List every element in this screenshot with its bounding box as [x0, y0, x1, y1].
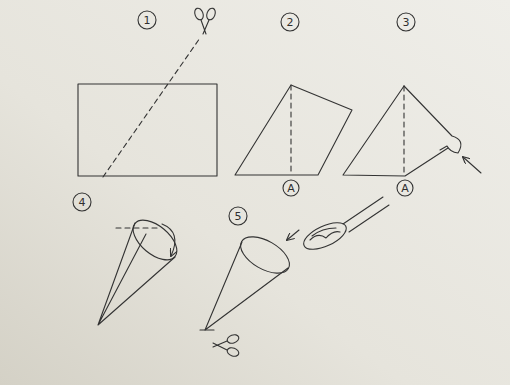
point-circle [283, 180, 299, 196]
cone-tip [200, 329, 214, 330]
fold-line [403, 86, 404, 175]
spatula-symbol [300, 197, 389, 255]
paper-sheet [78, 84, 217, 176]
step-circle [138, 11, 156, 29]
fold-line [116, 227, 158, 228]
step-circle [281, 13, 299, 31]
triangle-sheet [235, 85, 352, 175]
cone-mouth [235, 229, 296, 280]
scissors-symbol [213, 333, 240, 358]
step-number: 4 [79, 197, 86, 208]
step-number: 5 [235, 211, 242, 222]
paper-cone [205, 242, 288, 330]
arrow [463, 157, 481, 173]
cone-mouth [126, 213, 184, 268]
arrow [287, 230, 299, 240]
fold-line [103, 38, 200, 177]
step-number: 3 [403, 17, 410, 28]
step-circle [229, 207, 247, 225]
triangle-sheet [343, 86, 448, 176]
fold-line [290, 85, 291, 175]
paper-cone [98, 223, 175, 325]
step-number: 1 [144, 15, 151, 26]
step-circle [397, 13, 415, 31]
arrow [162, 224, 175, 256]
step-number: 2 [287, 17, 294, 28]
curled-flap [404, 86, 461, 153]
scissors-symbol [193, 7, 217, 34]
point-circle [397, 180, 413, 196]
point-label: A [287, 183, 295, 194]
point-label: A [401, 183, 409, 194]
step-circle [73, 193, 91, 211]
